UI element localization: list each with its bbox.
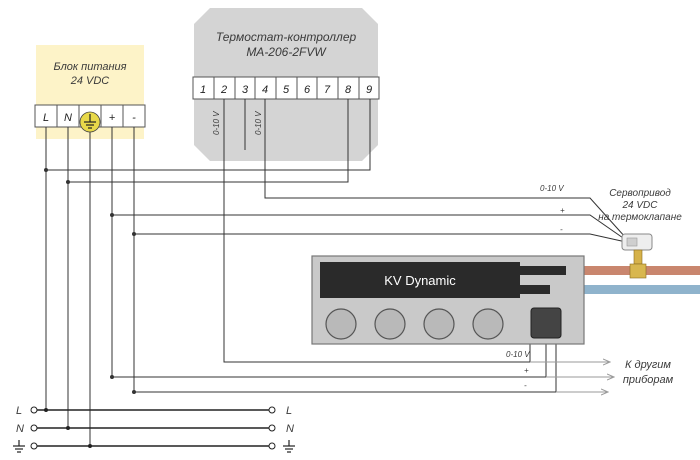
power-terminal-minus: - [132,112,136,124]
convector-plus-label: + [524,366,529,375]
convector-signal-label: 0-10 V [506,350,530,359]
wire-t4-to-servo [264,99,627,239]
thermostat-terminal-block: 1 2 3 4 5 6 7 8 9 [192,76,380,100]
ground-icon [79,111,101,133]
thermostat-terminal-6: 6 [304,84,311,96]
thermostat-terminal-7: 7 [324,84,331,96]
ground-left-icon [13,440,25,453]
wire-t2-to-convector [223,99,531,363]
power-terminal-L: L [43,112,49,124]
other-devices-arrows [530,362,614,392]
wire-L-to-t9 [46,99,371,171]
mains-right-N: N [286,423,294,435]
thermostat-terminal-8: 8 [345,84,352,96]
cold-pipe [566,285,700,294]
ground-right-icon [283,440,295,453]
convector-minus-label: - [524,381,527,390]
mains-left-N: N [16,423,24,435]
servo-title-line3: на термоклапане [598,212,682,223]
servo-title-line2: 24 VDC [621,200,658,211]
thermostat-title-line2: MA-206-2FVW [246,45,327,59]
other-devices-line1: К другим [625,359,671,371]
fan-3 [423,308,455,340]
power-supply: Блок питания 24 VDC L N + - [34,45,146,139]
servo-plus-label: + [560,206,565,215]
thermostat-title-line1: Термостат-контроллер [216,30,357,44]
junction-dots [44,168,136,394]
power-supply-terminal-block: L N + - [34,104,146,133]
terminal-4-signal-label: 0-10 V [254,111,263,135]
thermostat-terminal-5: 5 [283,84,290,96]
power-terminal-plus: + [109,112,116,124]
control-module [530,307,562,339]
thermostat-controller: Термостат-контроллер MA-206-2FVW 1 2 3 4… [192,8,380,161]
wire-N-to-t8 [68,99,349,183]
thermostat-terminal-1: 1 [200,84,206,96]
convector-hot-connector [520,266,566,275]
mains-lines: L N L N [13,405,295,453]
convector-label: KV Dynamic [384,273,456,288]
servo-actuator-icon [621,233,653,279]
mains-left-L: L [16,405,22,417]
wire-plus-to-convector [112,344,547,378]
wire-plus-to-servo [112,214,627,241]
fan-1 [325,308,357,340]
terminal-2-signal-label: 0-10 V [212,111,221,135]
convector-cold-connector [520,285,550,294]
thermostat-terminal-9: 9 [366,84,372,96]
thermostat-terminal-4: 4 [262,84,268,96]
power-terminal-N: N [64,112,72,124]
fan-2 [374,308,406,340]
power-supply-title-line2: 24 VDC [70,75,110,87]
thermostat-terminal-2: 2 [220,84,227,96]
servo-minus-label: - [560,225,563,234]
power-supply-title-line1: Блок питания [53,61,126,73]
other-devices-line2: приборам [623,374,674,386]
thermostat-terminal-3: 3 [242,84,249,96]
servo-signal-label: 0-10 V [540,184,564,193]
wire-minus-to-servo [134,233,627,243]
wire-minus-to-convector [134,344,557,393]
fan-4 [472,308,504,340]
convector-panel [320,262,520,298]
convector: KV Dynamic [311,255,585,345]
mains-right-L: L [286,405,292,417]
servo-title-line1: Сервопривод [609,188,671,199]
